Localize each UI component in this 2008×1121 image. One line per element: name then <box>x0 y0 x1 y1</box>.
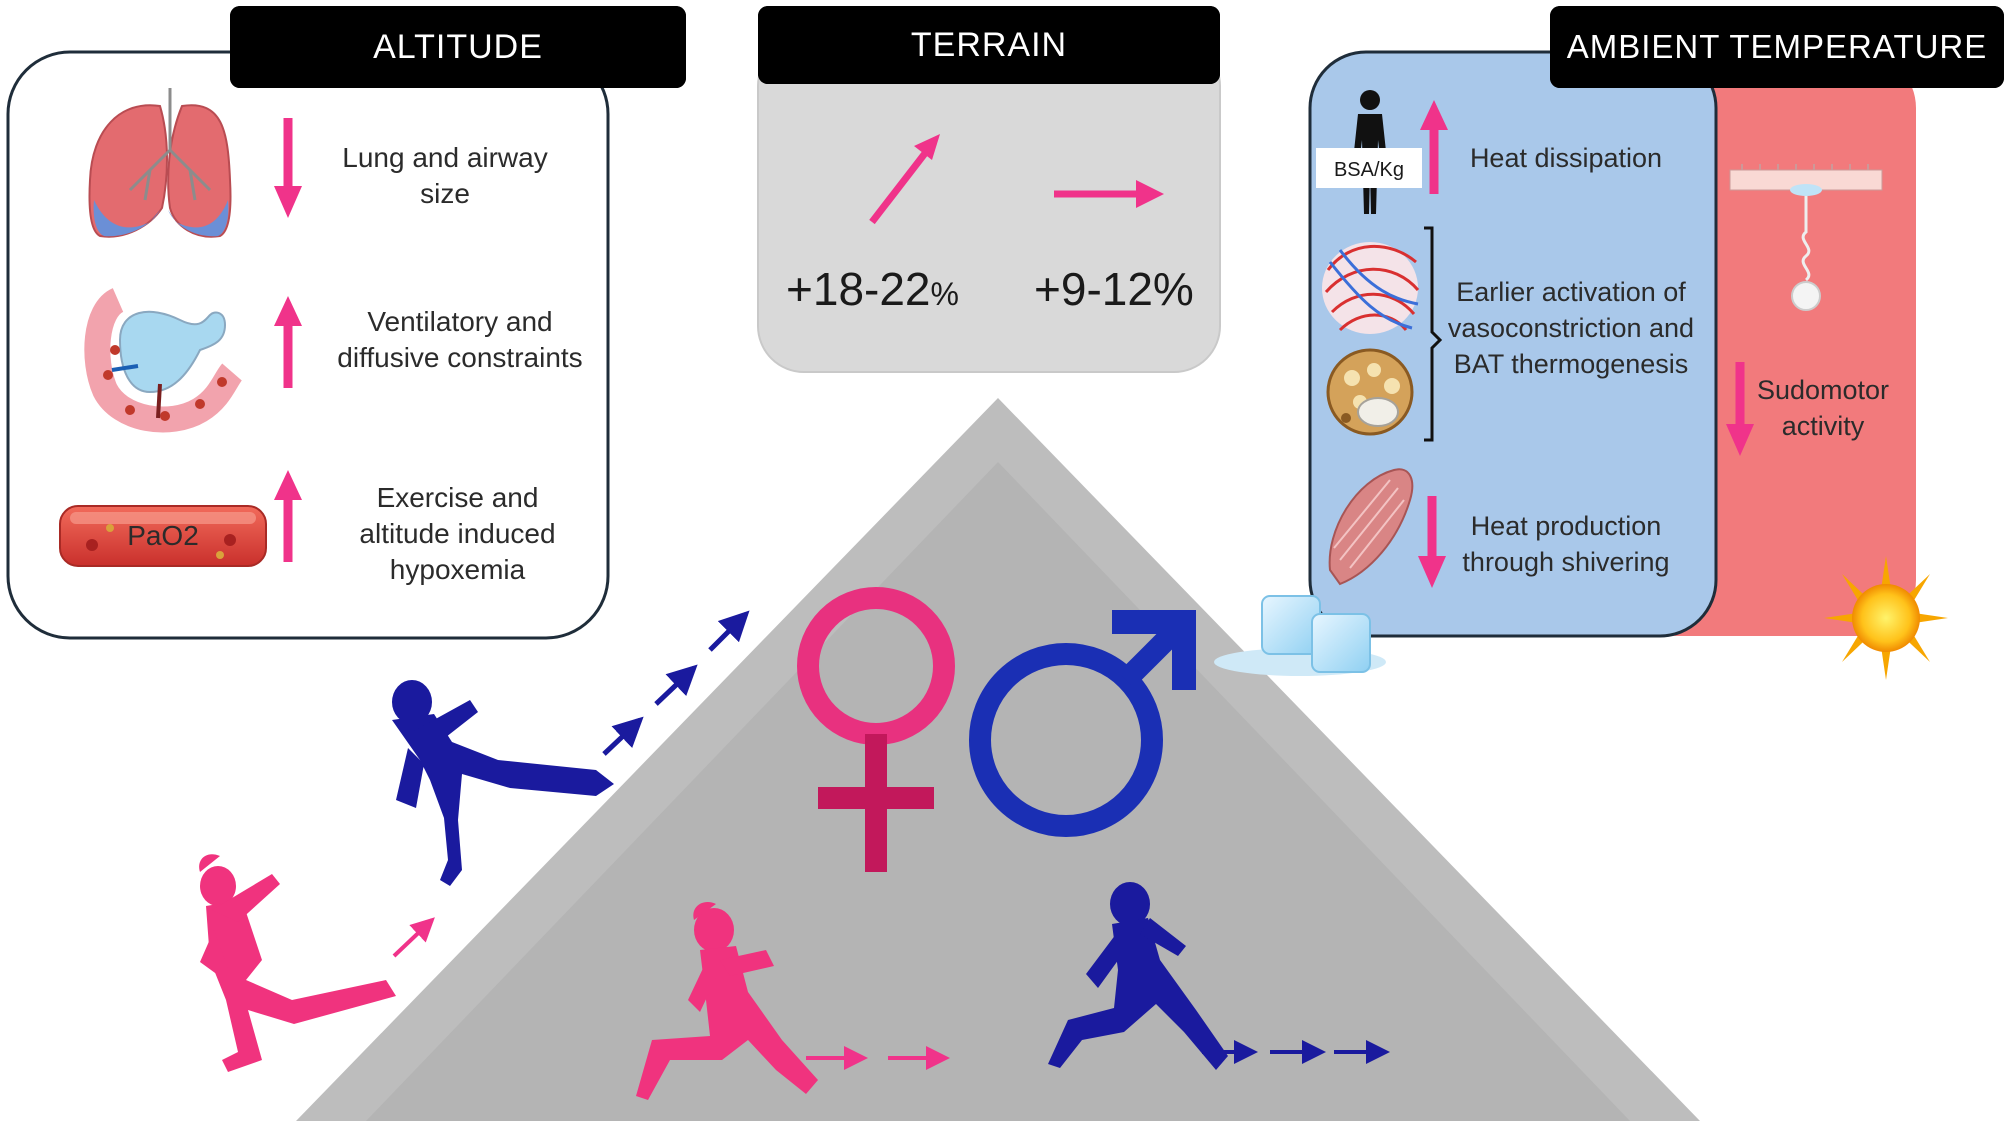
male-uphill-motion-arrows <box>602 610 750 756</box>
uphill-unit: % <box>930 276 959 312</box>
arrow-up-hypoxemia <box>274 470 302 562</box>
arrow-down-sudomotor <box>1726 362 1754 456</box>
header-altitude: ALTITUDE <box>230 6 686 88</box>
blood-vessel-icon <box>59 505 267 567</box>
arrow-up-ventilatory <box>274 296 302 388</box>
bsa-label-box <box>1316 148 1422 188</box>
header-ambient-temperature: AMBIENT TEMPERATURE <box>1550 6 2004 88</box>
vascular-network-icon <box>1322 242 1420 334</box>
ice-cubes-icon <box>1214 595 1386 676</box>
header-terrain: TERRAIN <box>758 6 1220 84</box>
bracket <box>1424 226 1443 442</box>
sweat-gland-icon <box>1729 164 1883 311</box>
arrow-down-lung <box>274 118 302 218</box>
heat-dissipation-label: Heat dissipation <box>1469 143 1663 173</box>
arrow-up-heat-dissipation <box>1420 100 1448 194</box>
female-runner-uphill <box>199 854 396 1072</box>
muscle-icon <box>1328 468 1414 586</box>
sudomotor-label: Sudomotor activity <box>1756 375 1890 441</box>
lung-airway-label: Lung and airway size <box>342 142 548 209</box>
arrow-uphill <box>869 134 940 225</box>
vasoconstriction-label: Earlier activation of vasoconstriction a… <box>1447 277 1695 379</box>
female-uphill-motion-arrow <box>392 917 435 958</box>
terrain-flat-value: +9-12% <box>1034 263 1194 315</box>
shivering-label: Heat production through shivering <box>1462 511 1670 577</box>
hypoxemia-label: Exercise and altitude induced hypoxemia <box>359 482 556 585</box>
ventilatory-label: Ventilatory and diffusive constraints <box>337 306 583 373</box>
lungs-icon <box>88 88 232 238</box>
alveolus-icon <box>84 288 243 433</box>
terrain-uphill-value: +18-22% <box>786 262 986 316</box>
uphill-number: +18-22 <box>786 263 931 315</box>
sun-icon <box>1824 556 1948 680</box>
vessel-label: PaO2 <box>127 520 199 551</box>
brown-fat-icon <box>1326 348 1414 436</box>
terrain-panel <box>757 39 1221 373</box>
female-runner-flat <box>636 901 818 1100</box>
bsa-label: BSA/Kg <box>1334 159 1404 181</box>
male-runner-uphill <box>392 680 614 886</box>
arrow-flat <box>1054 180 1164 208</box>
male-symbol-icon <box>969 610 1196 837</box>
arrow-down-shivering <box>1418 496 1446 588</box>
male-runner-flat <box>1048 882 1228 1070</box>
female-symbol-icon <box>797 587 955 872</box>
